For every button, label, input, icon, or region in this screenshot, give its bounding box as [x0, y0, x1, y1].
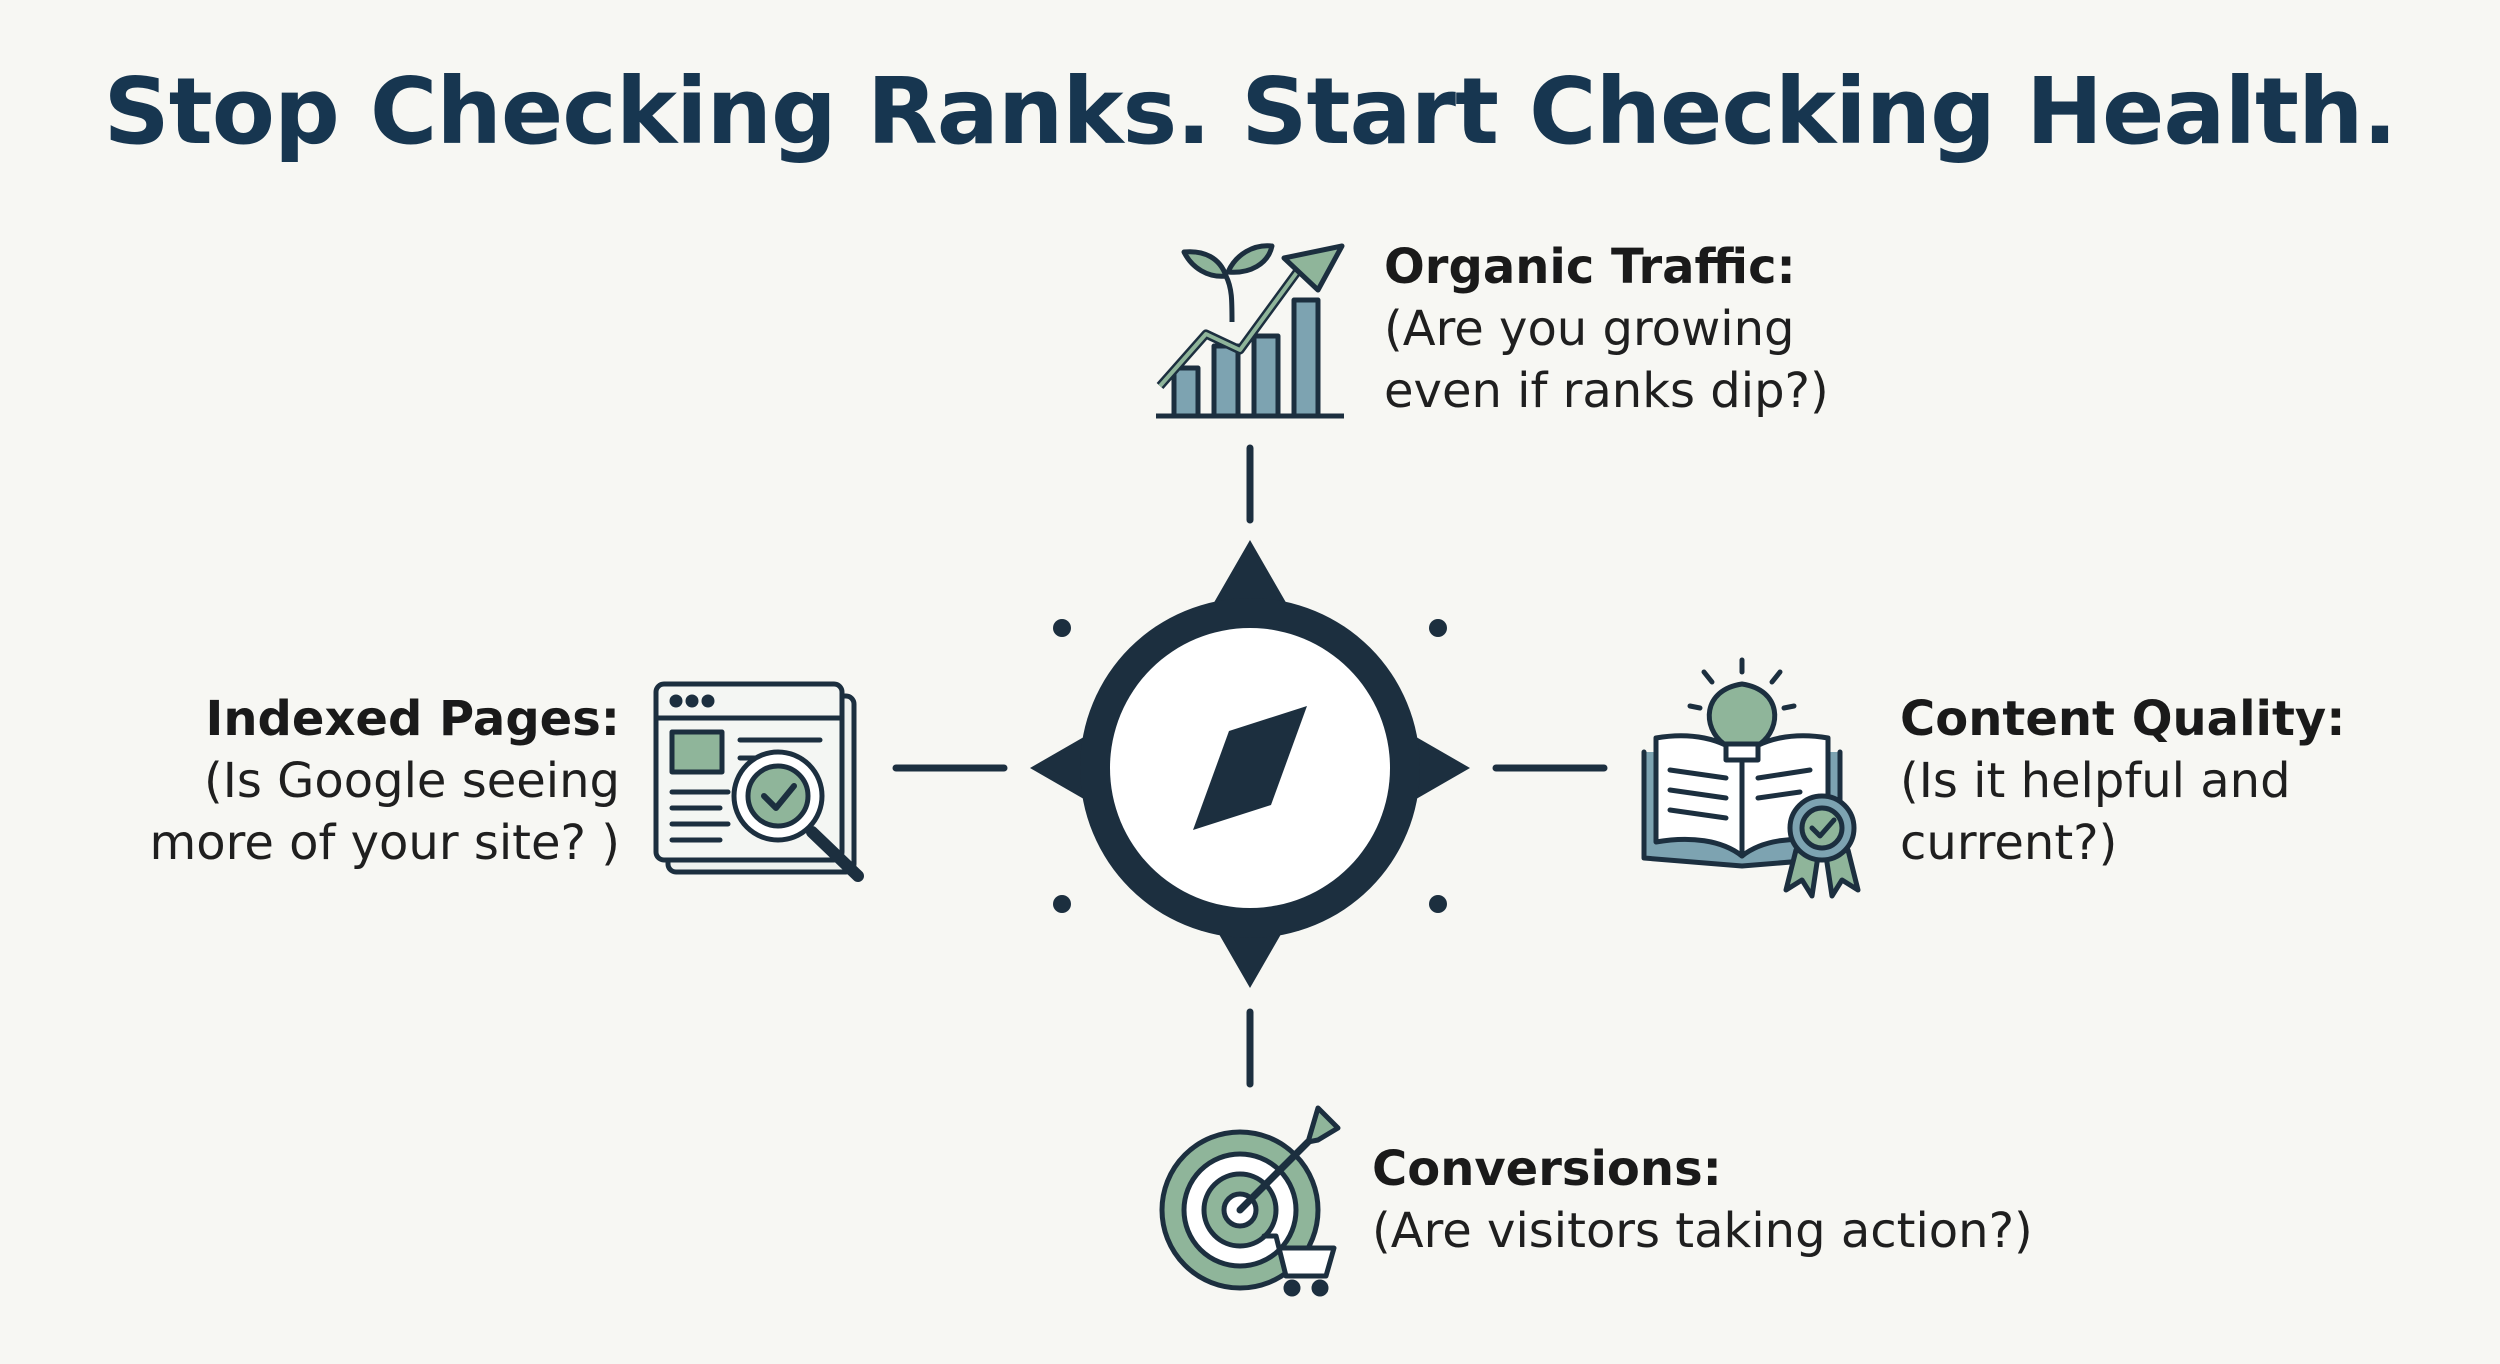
metric-heading: Indexed Pages:: [205, 691, 621, 747]
metric-conversions: Conversions: (Are visitors taking action…: [1372, 1138, 2132, 1262]
metric-content-quality: Content Quality: (Is it helpful and curr…: [1900, 688, 2460, 874]
compass-needle: [1193, 706, 1307, 830]
metric-question: (Are visitors taking action?): [1372, 1203, 2033, 1259]
page-title: Stop Checking Ranks. Start Checking Heal…: [103, 58, 2398, 165]
book-lightbulb-badge-icon: [1641, 657, 1861, 899]
metric-indexed-pages: Indexed Pages: (Is Google seeing more of…: [100, 688, 620, 874]
metric-organic-traffic: Organic Traffic: (Are you growing even i…: [1384, 236, 1984, 422]
metric-heading: Content Quality:: [1900, 691, 2346, 747]
metric-question: (Is it helpful and current?): [1900, 753, 2291, 871]
growth-chart-sprout-icon: [1156, 243, 1345, 419]
compass-icon: [1030, 540, 1470, 988]
connector-lines: [892, 444, 1608, 1088]
metric-question: (Is Google seeing more of your site? ): [149, 753, 620, 871]
metric-heading: Conversions:: [1372, 1141, 1722, 1197]
metric-heading: Organic Traffic:: [1384, 239, 1796, 295]
webpage-magnifier-check-icon: [653, 681, 864, 882]
metric-question: (Are you growing even if ranks dip?): [1384, 301, 1829, 419]
target-arrow-cart-icon: [1159, 1105, 1341, 1297]
